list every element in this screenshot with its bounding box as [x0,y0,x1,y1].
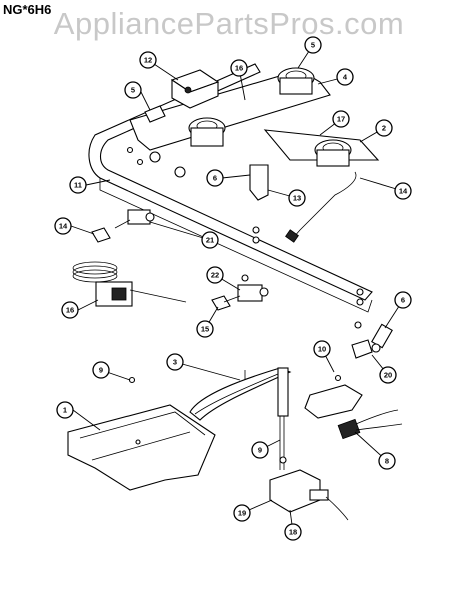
svg-text:9: 9 [99,366,103,375]
callout-6-upper: 6 [206,169,224,187]
callout-6-lower: 6 [394,291,412,309]
callout-14-upper: 14 [54,217,72,235]
svg-text:8: 8 [385,457,389,466]
callout-22: 22 [206,266,224,284]
svg-text:6: 6 [401,296,405,305]
callout-2: 2 [375,119,393,137]
svg-text:14: 14 [399,187,408,196]
callout-9-left: 9 [92,361,110,379]
svg-text:21: 21 [206,236,214,245]
svg-text:14: 14 [59,222,68,231]
callout-5-rear: 5 [304,36,322,54]
pilot-assembly [351,323,393,359]
burner-manifold-assembly [88,63,380,313]
svg-text:11: 11 [74,181,82,190]
callout-4: 4 [336,68,354,86]
manifold-frame [88,63,373,301]
svg-text:22: 22 [211,271,219,280]
burner-tube-8 [277,367,289,417]
spreader-plate [67,376,216,491]
clip-14-upper [91,227,111,243]
ignitor-bracket [304,384,363,419]
burner-base-rear [279,77,313,95]
burner-base-front-left [190,127,224,147]
svg-text:16: 16 [235,64,243,73]
svg-text:5: 5 [131,86,135,95]
callout-14-lower: 15 [196,320,214,338]
callout-5-front: 5 [124,81,142,99]
safety-valve-assembly [269,456,349,521]
svg-text:18: 18 [289,528,297,537]
callout-8: 9 [251,441,269,459]
svg-text:5: 5 [311,41,315,50]
mounting-bracket [249,164,269,201]
svg-text:6: 6 [213,174,217,183]
thermostat-assembly [72,261,187,307]
bar-fittings [126,146,364,329]
callout-21: 21 [201,231,219,249]
valve-body-22 [237,284,263,302]
callout-9-right: 10 [313,340,331,358]
callout-12: 13 [288,189,306,207]
svg-text:1: 1 [63,406,67,415]
pilot-fitting-20 [351,339,373,359]
valve-assembly-lower [211,274,269,311]
callout-11: 12 [139,51,157,69]
callout-10: 11 [69,176,87,194]
bake-burner [189,367,292,421]
callout-16: 16 [230,59,248,77]
bake-burner-assembly [189,367,292,470]
svg-text:13: 13 [293,194,301,203]
callout-17: 17 [332,110,350,128]
spreader-plate-body [67,404,216,491]
svg-text:16: 16 [66,306,74,315]
valve-assembly-upper [91,209,155,243]
ignitor-assembly [304,374,403,440]
callout-15: 16 [61,301,79,319]
callout-7: 8 [378,452,396,470]
callout-3: 3 [166,353,184,371]
callout-19: 19 [233,504,251,522]
svg-text:3: 3 [173,358,177,367]
clip-14-lower [211,295,231,311]
svg-text:10: 10 [318,345,326,354]
svg-text:20: 20 [384,371,392,380]
svg-text:4: 4 [343,73,348,82]
svg-text:2: 2 [382,124,386,133]
svg-text:9: 9 [258,446,262,455]
svg-text:15: 15 [201,325,209,334]
callout-13: 14 [394,182,412,200]
callout-1: 1 [56,401,74,419]
svg-text:19: 19 [238,509,246,518]
callout-20: 20 [379,366,397,384]
callout-18: 18 [284,523,302,541]
svg-text:12: 12 [144,56,152,65]
spark-ignitor [337,418,361,440]
watermark-text: AppliancePartsPros.com [53,6,405,41]
svg-text:17: 17 [337,115,345,124]
model-label: NG*6H6 [3,2,52,17]
